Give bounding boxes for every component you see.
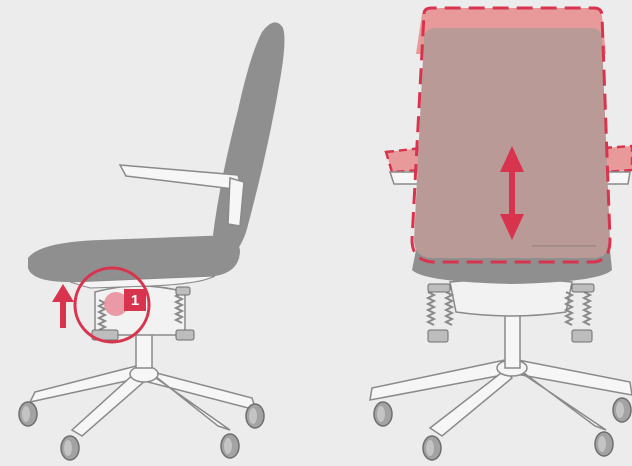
step-badge-icon: 1 bbox=[124, 289, 146, 311]
backrest-back-view bbox=[414, 28, 610, 258]
lever-up-arrow-icon bbox=[52, 284, 74, 328]
lever-highlight-circle bbox=[73, 266, 151, 344]
chair-base bbox=[28, 364, 258, 437]
step-badge-label: 1 bbox=[131, 292, 139, 309]
tilt-mechanism-back bbox=[427, 278, 595, 343]
caster-wheels-back bbox=[373, 397, 632, 461]
chair-base-back bbox=[369, 359, 632, 437]
backrest-adjustment-range-outline bbox=[410, 6, 612, 264]
side-view-chair: 1 bbox=[18, 22, 285, 461]
caster-wheels bbox=[18, 401, 265, 461]
height-adjust-arrow-icon bbox=[500, 146, 524, 240]
lever-handle-marker bbox=[104, 292, 128, 316]
back-view-chair bbox=[369, 6, 632, 461]
gas-lift-column-back bbox=[504, 307, 521, 369]
seat-side bbox=[28, 235, 240, 282]
backrest-side bbox=[213, 22, 285, 262]
armrest-side bbox=[118, 164, 245, 227]
